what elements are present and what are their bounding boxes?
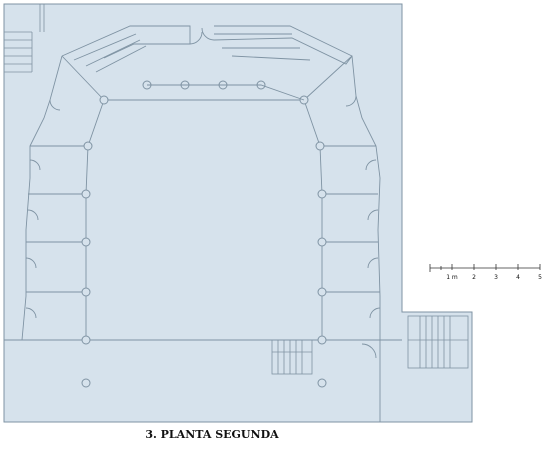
scale-tick-label: 2 — [472, 274, 476, 281]
stair-top-left — [4, 4, 45, 73]
building-footprint — [3, 3, 473, 423]
scale-tick-label: 4 — [516, 274, 520, 281]
theater-gallery-walls — [4, 25, 402, 422]
stair-bottom-center — [271, 339, 313, 375]
scale-tick-label: 5 — [538, 274, 542, 281]
plan-caption: 3. PLANTA SEGUNDA — [145, 428, 279, 441]
scale-tick-label: 1 m — [446, 274, 458, 281]
stair-right — [407, 315, 469, 369]
scale-tick-label: 3 — [494, 274, 498, 281]
columns — [81, 80, 327, 388]
scale-bar — [429, 264, 541, 272]
